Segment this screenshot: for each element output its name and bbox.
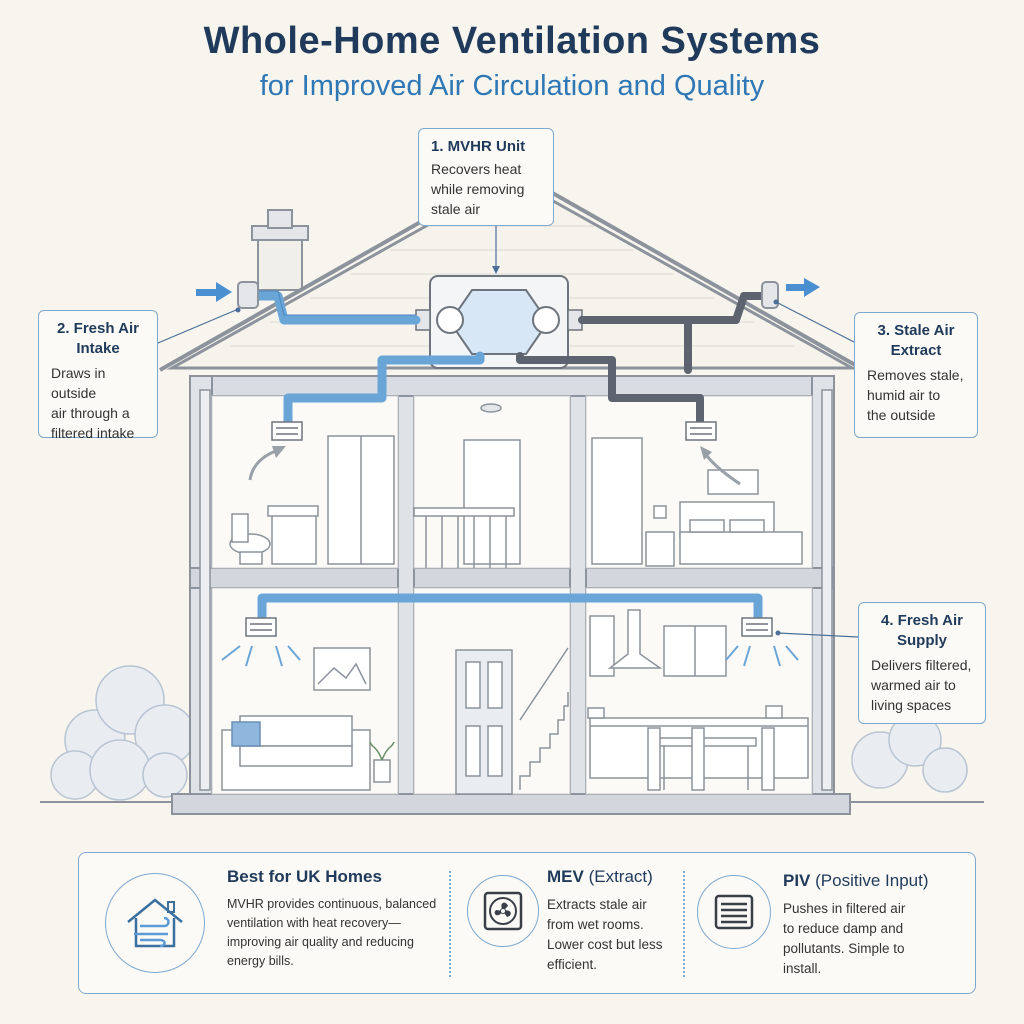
airflow-arrows: [221, 645, 799, 667]
callout-extract-title-line: 3. Stale Air: [877, 322, 955, 339]
callout-intake-title-line: 2. Fresh Air: [57, 320, 139, 337]
callout-intake-title: 2. Fresh Air Intake: [51, 319, 145, 359]
extract-fan-icon: [483, 891, 523, 931]
panel-mev-text: Extracts stale air from wet rooms. Lower…: [547, 895, 697, 975]
page-title: Whole-Home Ventilation Systems: [203, 20, 821, 62]
callout-leaders: [157, 226, 859, 638]
panel-uk-line: ventilation with heat recovery—: [227, 916, 401, 930]
callout-extract-text: Removes stale, humid air to the outside: [867, 365, 965, 425]
fresh-air-duct-outline: [258, 290, 416, 316]
panel-piv-line: install.: [783, 961, 822, 976]
system-comparison-panel: Best for UK Homes MVHR provides continuo…: [78, 852, 976, 994]
callout-mvhr-title: 1. MVHR Unit: [431, 138, 526, 155]
panel-piv-line: pollutants. Simple to: [783, 941, 905, 956]
callout-supply-title: 4. Fresh Air Supply: [871, 611, 973, 651]
vent-grille-icon-circle: [697, 875, 771, 949]
callout-supply-title-line: 4. Fresh Air: [881, 612, 963, 629]
panel-uk-heading: Best for UK Homes: [227, 867, 382, 886]
callout-supply-line: warmed air to: [871, 677, 956, 693]
callout-stale-air-extract: 3. Stale Air Extract Removes stale, humi…: [854, 312, 978, 438]
panel-divider: [449, 871, 451, 977]
callout-intake-line: air through a: [51, 405, 130, 421]
return-arrow-head-right: [700, 446, 712, 460]
panel-piv-line: Pushes in filtered air: [783, 901, 906, 916]
callout-extract-line: the outside: [867, 407, 936, 423]
panel-mev-line: from wet rooms.: [547, 917, 644, 932]
panel-item-uk-homes: Best for UK Homes MVHR provides continuo…: [227, 867, 457, 1007]
page-subtitle: for Improved Air Circulation and Quality: [259, 70, 765, 102]
callout-intake-line: filtered intake: [51, 425, 135, 441]
callout-extract-title: 3. Stale Air Extract: [867, 321, 965, 361]
outside-air-arrows: [196, 278, 820, 302]
callout-extract-line: Removes stale,: [867, 367, 964, 383]
panel-mev-line: Extracts stale air: [547, 897, 647, 912]
callout-mvhr-line: Recovers heat: [431, 161, 522, 177]
panel-mev-line: Lower cost but less: [547, 937, 663, 952]
panel-uk-line: energy bills.: [227, 954, 294, 968]
callout-intake-title-line: Intake: [76, 340, 120, 357]
landing-fixtures: [413, 403, 521, 568]
panel-uk-line: MVHR provides continuous, balanced: [227, 897, 437, 911]
living-room-fixtures: [221, 647, 395, 791]
callout-mvhr-unit: 1. MVHR Unit Recovers heat while removin…: [418, 128, 554, 226]
callout-mvhr-line: stale air: [431, 201, 481, 217]
panel-item-mev: MEV (Extract) Extracts stale air from we…: [547, 867, 697, 1007]
panel-uk-line: improving air quality and reducing: [227, 935, 414, 949]
downpipes: [199, 389, 833, 791]
house-airflow-icon: [127, 898, 183, 948]
callout-intake-text: Draws in outside air through a filtered …: [51, 363, 145, 443]
panel-piv-heading-suffix: (Positive Input): [815, 871, 929, 890]
panel-piv-heading-main: PIV: [783, 871, 811, 890]
kitchen-fixtures: [587, 609, 809, 791]
panel-mev-heading-main: MEV: [547, 867, 584, 886]
callout-fresh-air-intake: 2. Fresh Air Intake Draws in outside air…: [38, 310, 158, 441]
bedroom-fixtures: [591, 437, 803, 567]
extract-fan-icon-circle: [467, 875, 539, 947]
callout-fresh-air-supply: 4. Fresh Air Supply Delivers filtered, w…: [858, 602, 986, 724]
vent-grilles: [245, 421, 773, 637]
callout-mvhr-text: Recovers heat while removing stale air: [431, 159, 541, 219]
callout-supply-text: Delivers filtered, warmed air to living …: [871, 655, 973, 715]
panel-mev-line: efficient.: [547, 957, 598, 972]
panel-divider: [683, 871, 685, 977]
callout-intake-line: Draws in outside: [51, 365, 106, 401]
panel-uk-text: MVHR provides continuous, balanced venti…: [227, 895, 457, 971]
chimney: [251, 209, 309, 291]
right-shrub: [851, 713, 968, 793]
panel-piv-heading: PIV (Positive Input): [783, 871, 963, 891]
panel-piv-line: to reduce damp and: [783, 921, 904, 936]
callout-supply-line: living spaces: [871, 697, 952, 713]
hall-fixtures: [455, 647, 569, 795]
callout-supply-title-line: Supply: [896, 632, 947, 649]
callout-extract-line: humid air to: [867, 387, 941, 403]
panel-mev-heading: MEV (Extract): [547, 867, 697, 887]
left-shrub: [50, 665, 196, 801]
house-airflow-icon-circle: [105, 873, 205, 973]
intake-terminal: [237, 281, 259, 309]
panel-item-piv: PIV (Positive Input) Pushes in filtered …: [783, 871, 963, 1011]
panel-piv-text: Pushes in filtered air to reduce damp an…: [783, 899, 963, 979]
stale-air-ducts: [516, 292, 766, 428]
mvhr-unit: [415, 275, 583, 369]
return-arrow-head-left: [272, 446, 286, 458]
callout-extract-title-line: Extract: [890, 342, 942, 359]
callout-mvhr-line: while removing: [431, 181, 525, 197]
callout-supply-line: Delivers filtered,: [871, 657, 972, 673]
panel-mev-heading-suffix: (Extract): [588, 867, 653, 886]
vent-grille-icon: [714, 894, 754, 930]
fresh-air-ducts: [253, 291, 763, 625]
bathroom-fixtures: [229, 435, 395, 565]
